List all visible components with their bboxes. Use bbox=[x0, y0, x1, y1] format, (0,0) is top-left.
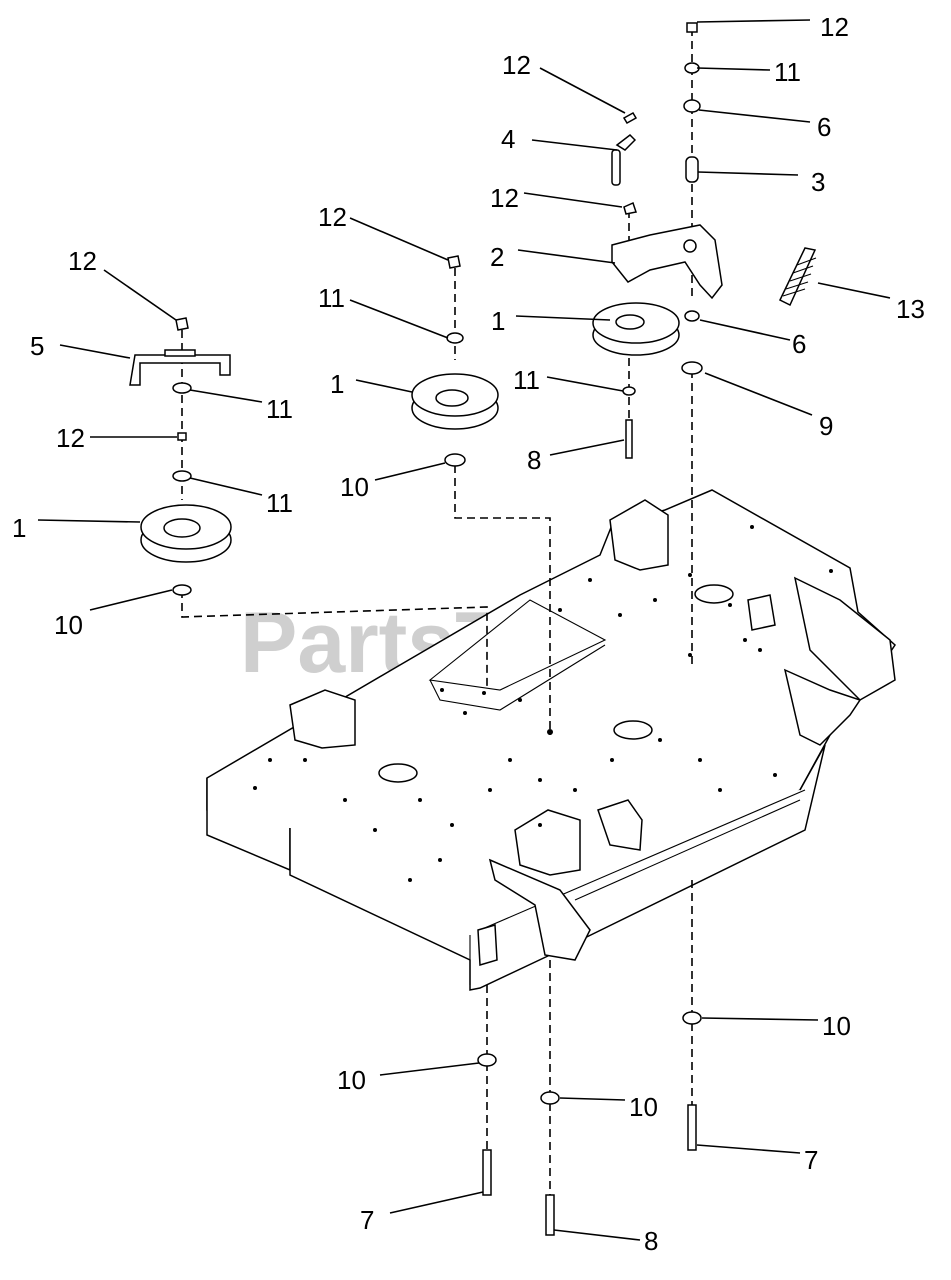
callout-12: 12 bbox=[820, 12, 849, 42]
callout-10: 10 bbox=[340, 472, 369, 502]
callout-2: 2 bbox=[490, 242, 504, 272]
belt-guide-5 bbox=[129, 354, 231, 386]
callout-7: 7 bbox=[804, 1145, 818, 1175]
idler-arm bbox=[611, 224, 723, 300]
bushing-top bbox=[683, 99, 701, 113]
callout-8: 8 bbox=[644, 1226, 658, 1256]
bushing-mid bbox=[684, 310, 700, 322]
callout-9: 9 bbox=[819, 411, 833, 441]
callout-1: 1 bbox=[12, 513, 26, 543]
callout-1: 1 bbox=[491, 306, 505, 336]
middle-pulley-stack bbox=[411, 255, 499, 467]
callout-12: 12 bbox=[56, 423, 85, 453]
left-pulley-stack bbox=[129, 317, 232, 596]
spring bbox=[779, 247, 817, 307]
callout-7: 7 bbox=[360, 1205, 374, 1235]
callout-12: 12 bbox=[502, 50, 531, 80]
callout-13: 13 bbox=[896, 294, 925, 324]
callout-11: 11 bbox=[513, 365, 540, 395]
nut-top bbox=[686, 22, 698, 33]
washer-top bbox=[684, 62, 700, 74]
spacer bbox=[685, 156, 699, 183]
bottom-hardware bbox=[477, 1011, 702, 1236]
callout-6: 6 bbox=[817, 112, 831, 142]
callout-6: 6 bbox=[792, 329, 806, 359]
callout-11: 11 bbox=[266, 394, 293, 424]
idler-bracket-4 bbox=[615, 134, 637, 151]
callout-5: 5 bbox=[30, 331, 44, 361]
callout-10: 10 bbox=[337, 1065, 366, 1095]
callout-12: 12 bbox=[318, 202, 347, 232]
callout-10: 10 bbox=[54, 610, 83, 640]
mower-deck bbox=[206, 489, 896, 991]
callout-11: 11 bbox=[318, 283, 345, 313]
callout-11: 11 bbox=[266, 488, 293, 518]
callout-3: 3 bbox=[811, 167, 825, 197]
callout-1: 1 bbox=[330, 369, 344, 399]
callout-12: 12 bbox=[490, 183, 519, 213]
callout-10: 10 bbox=[822, 1011, 851, 1041]
idler-arm-assembly bbox=[592, 22, 817, 459]
callouts: 12 11 6 3 12 4 12 2 13 12 1 6 11 11 9 8 … bbox=[12, 12, 925, 1256]
callout-4: 4 bbox=[501, 124, 515, 154]
callout-8: 8 bbox=[527, 445, 541, 475]
callout-10: 10 bbox=[629, 1092, 658, 1122]
callout-12: 12 bbox=[68, 246, 97, 276]
leader-lines bbox=[37, 19, 891, 1241]
callout-11: 11 bbox=[774, 57, 801, 87]
washer-9 bbox=[681, 361, 703, 375]
